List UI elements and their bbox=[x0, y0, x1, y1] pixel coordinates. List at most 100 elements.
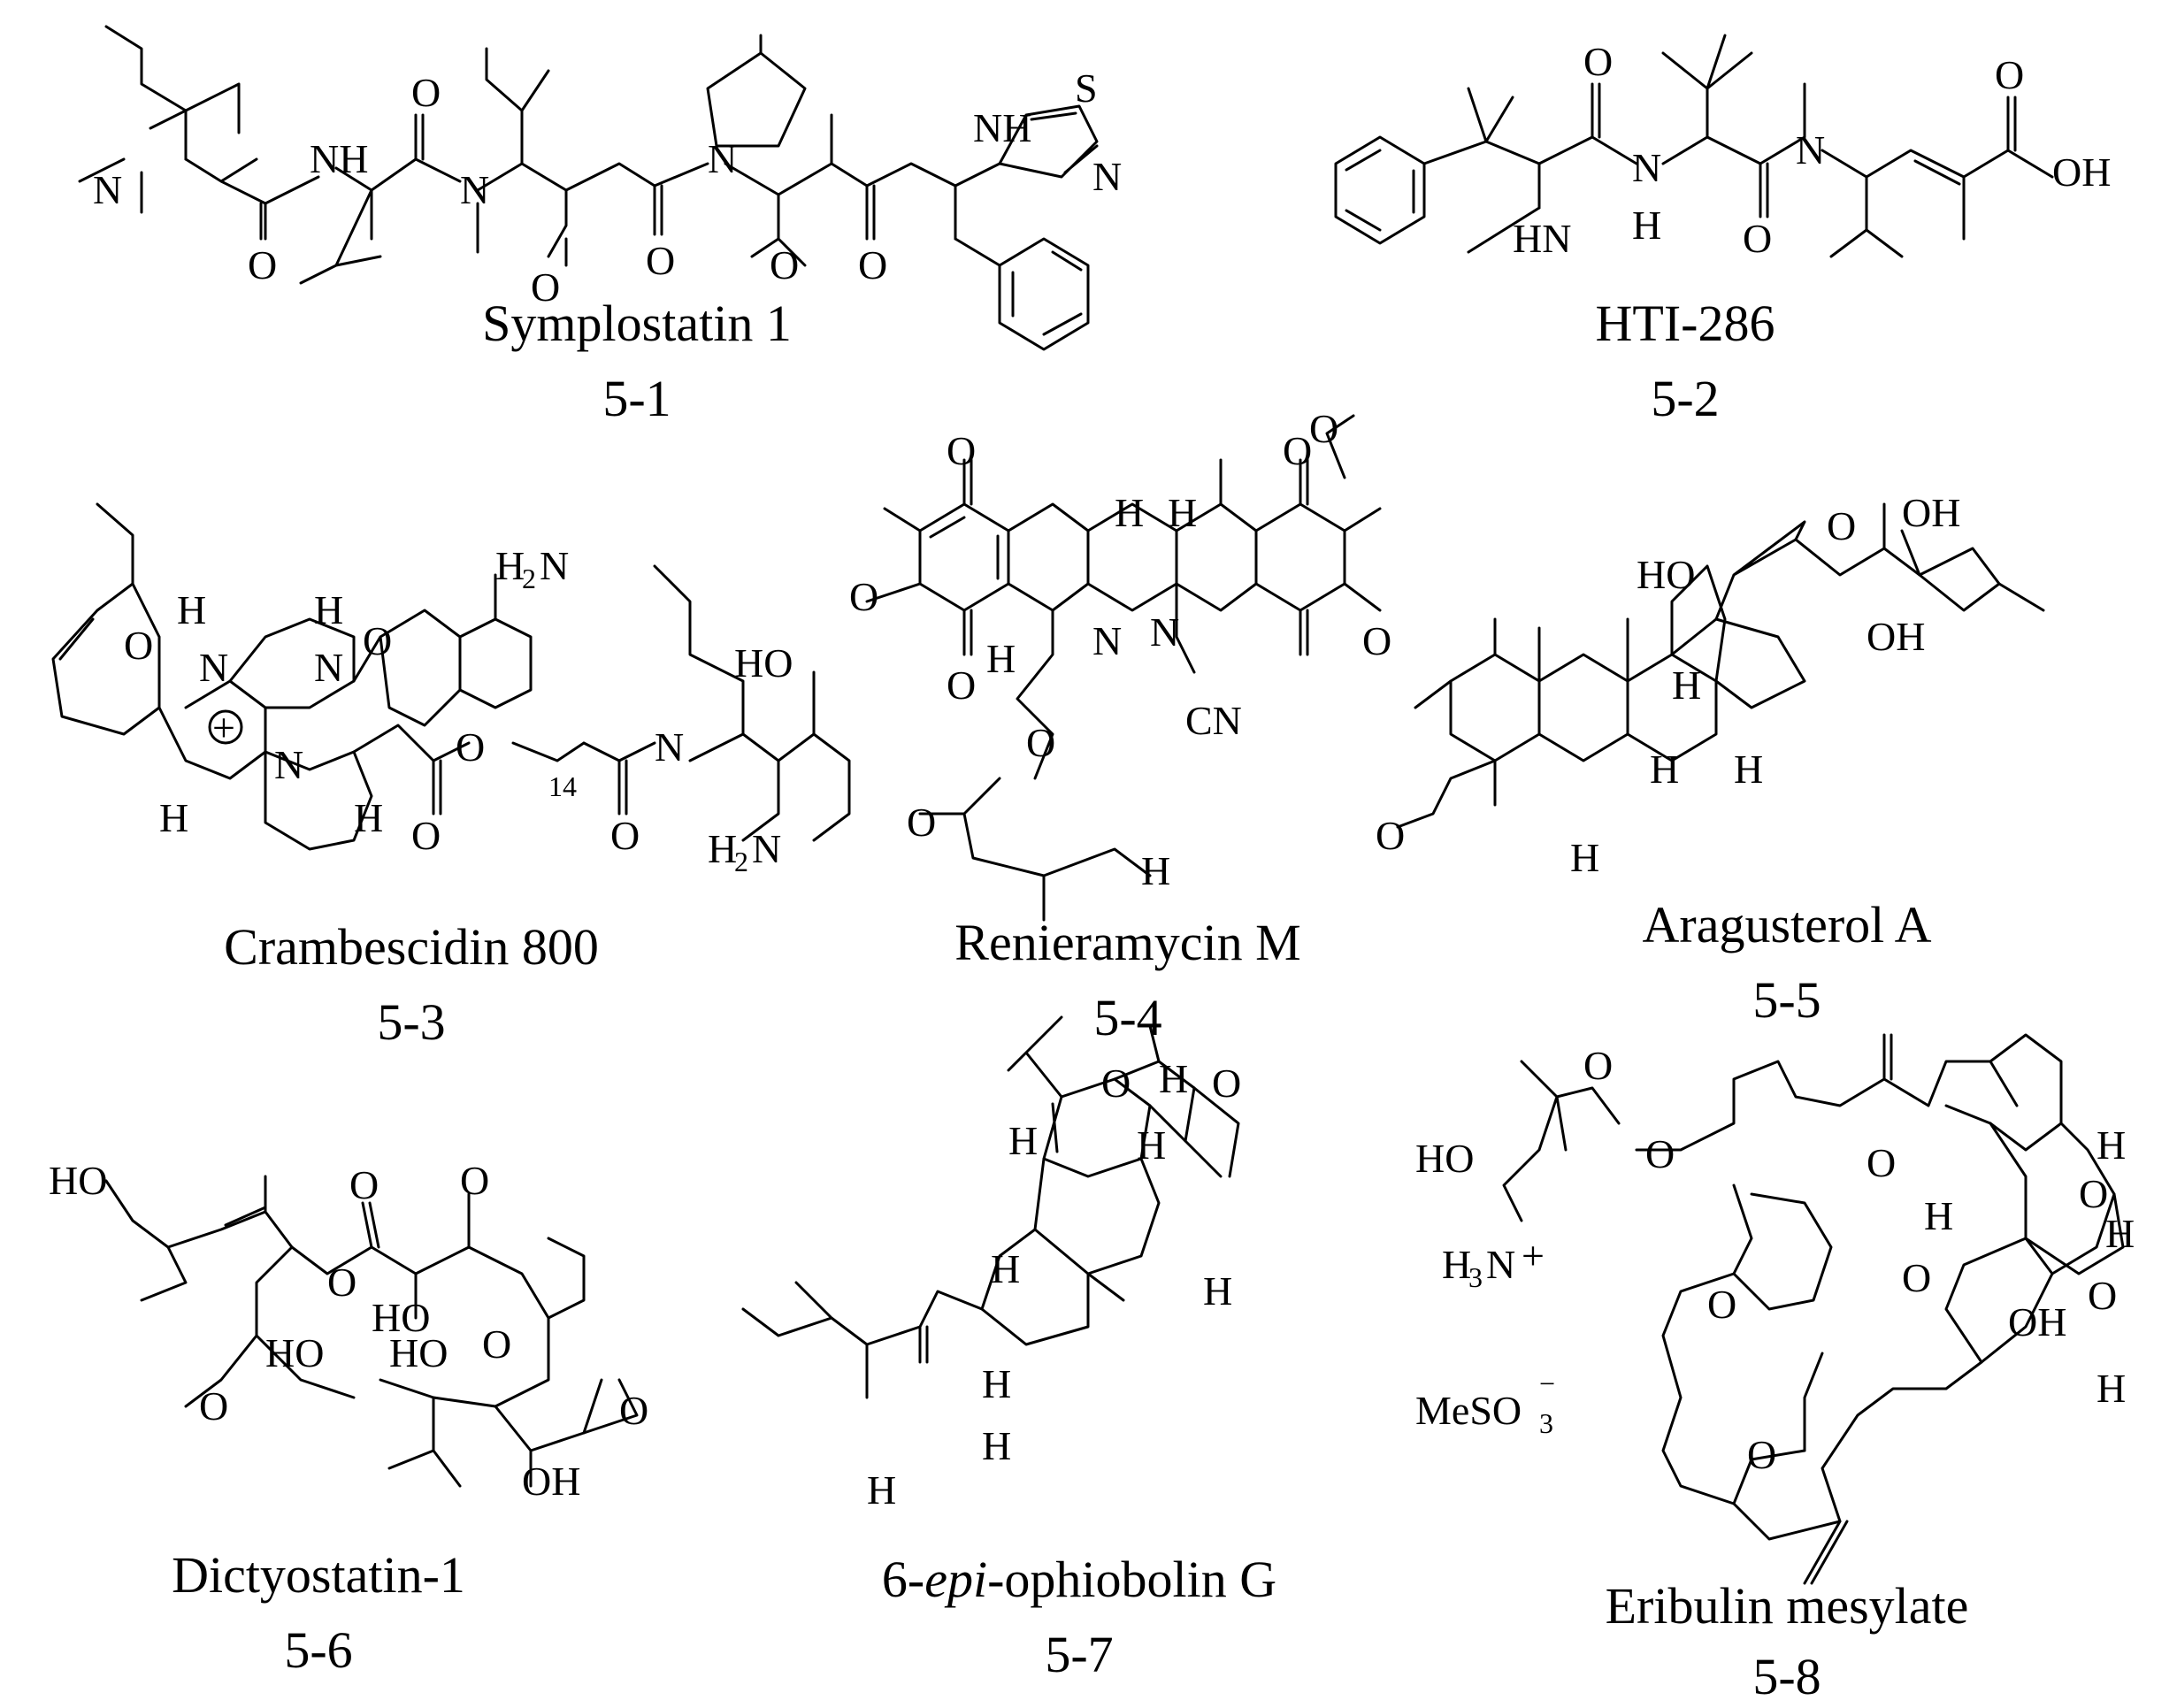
atom-o: O bbox=[456, 724, 485, 770]
atom-nh: NH bbox=[310, 136, 368, 181]
atom-o: O bbox=[1376, 813, 1405, 858]
subscript-3: 3 bbox=[1539, 1407, 1553, 1439]
atom-o: O bbox=[1902, 1255, 1931, 1300]
atom-n: N bbox=[540, 543, 569, 588]
atom-o: O bbox=[858, 242, 887, 287]
atom-ho: HO bbox=[1415, 1136, 1474, 1181]
atom-h: H bbox=[1141, 848, 1170, 893]
atom-n: N bbox=[1486, 1242, 1515, 1287]
atom-o: O bbox=[199, 1383, 228, 1428]
atom-ho: HO bbox=[265, 1330, 324, 1375]
atom-h: H bbox=[1168, 490, 1197, 535]
atom-h2n: H bbox=[708, 826, 737, 871]
atom-ho: HO bbox=[49, 1158, 107, 1203]
atom-o: O bbox=[947, 428, 976, 473]
atom-oh: OH bbox=[2052, 149, 2111, 195]
atom-o: O bbox=[1212, 1061, 1241, 1106]
name-suffix: -ophiobolin G bbox=[987, 1551, 1276, 1608]
atom-o: O bbox=[907, 800, 936, 845]
atom-h: H bbox=[1115, 490, 1144, 535]
atom-o: O bbox=[770, 242, 799, 287]
atom-n: N bbox=[314, 645, 343, 690]
compound-name: Aragusterol A bbox=[1643, 896, 1932, 954]
atom-h: H bbox=[2097, 1122, 2126, 1168]
subscript-2: 2 bbox=[734, 846, 748, 877]
atom-n: N bbox=[708, 136, 737, 181]
atom-o: O bbox=[646, 238, 675, 283]
atom-o: O bbox=[482, 1321, 511, 1367]
atom-o: O bbox=[411, 813, 441, 858]
circled-plus: + bbox=[212, 705, 235, 750]
atom-oh: OH bbox=[1902, 490, 1960, 535]
atom-n: N bbox=[1092, 618, 1122, 663]
atom-h: H bbox=[2097, 1366, 2126, 1411]
atom-h: H bbox=[1570, 835, 1599, 880]
atom-h: H bbox=[314, 587, 343, 632]
structure-renieramycin-m: O O O H H N N H CN O O H O O O bbox=[849, 406, 1391, 922]
compound-name: Symplostatin 1 bbox=[482, 295, 792, 352]
name-prefix: 6- bbox=[882, 1551, 924, 1608]
atom-o: O bbox=[1283, 428, 1312, 473]
atom-o: O bbox=[1583, 39, 1613, 84]
atom-n: N bbox=[1632, 145, 1661, 190]
atom-h: H bbox=[1203, 1268, 1232, 1314]
atom-o: O bbox=[1309, 406, 1338, 451]
atom-o: O bbox=[411, 70, 441, 115]
atom-h: H bbox=[1137, 1122, 1166, 1168]
compound-name: Dictyostatin-1 bbox=[172, 1546, 465, 1604]
compound-name: Crambescidin 800 bbox=[224, 918, 599, 976]
compound-number: 5-1 bbox=[602, 370, 671, 427]
compound-number: 5-8 bbox=[1752, 1648, 1821, 1705]
atom-n: N bbox=[655, 724, 684, 770]
structure-crambescidin-800: O H N + H N O N H H O O 14 O N H 2 N HO … bbox=[51, 502, 851, 877]
atom-o: O bbox=[1101, 1061, 1131, 1106]
atom-n: N bbox=[1796, 127, 1825, 172]
structure-aragusterol-a: HO O OH OH H H H H O bbox=[1376, 490, 2045, 880]
atom-oh: OH bbox=[1867, 614, 1925, 659]
atom-h: H bbox=[354, 795, 383, 840]
atom-o: O bbox=[849, 574, 878, 619]
atom-o: O bbox=[1645, 1131, 1675, 1176]
atom-n: N bbox=[752, 826, 781, 871]
structure-eribulin-mesylate: O O O HO H 3 N + MeSO 3 − H O H H O OH O… bbox=[1415, 1033, 2135, 1585]
atom-h: H bbox=[1008, 1118, 1038, 1163]
compound-number: 5-7 bbox=[1045, 1626, 1113, 1683]
subscript-2: 2 bbox=[522, 563, 536, 594]
atom-h: H bbox=[1734, 747, 1763, 792]
atom-h: H bbox=[1159, 1056, 1188, 1101]
mesylate: MeSO bbox=[1415, 1388, 1522, 1433]
compound-number: 5-5 bbox=[1752, 971, 1821, 1029]
atom-o: O bbox=[1867, 1140, 1896, 1185]
atom-o: O bbox=[1583, 1043, 1613, 1088]
atom-o: O bbox=[531, 264, 560, 310]
atom-hn: HN bbox=[1513, 216, 1571, 261]
atom-o: O bbox=[349, 1162, 379, 1207]
atom-h: H bbox=[1672, 663, 1701, 708]
atom-n: N bbox=[199, 645, 228, 690]
charge-minus: − bbox=[1539, 1367, 1555, 1399]
atom-n: N bbox=[1092, 154, 1122, 199]
atom-o: O bbox=[1743, 216, 1772, 261]
atom-o: O bbox=[248, 242, 277, 287]
atom-n: N bbox=[93, 167, 122, 212]
atom-h: H bbox=[986, 636, 1016, 681]
atom-o: O bbox=[2088, 1273, 2117, 1318]
atom-ho: HO bbox=[1637, 552, 1695, 597]
structure-6-epi-ophiobolin-g: O H O H H H H H H H bbox=[741, 1015, 1241, 1513]
atom-h: H bbox=[982, 1423, 1011, 1468]
atom-o: O bbox=[1026, 720, 1055, 765]
compound-name: Renieramycin M bbox=[954, 914, 1300, 971]
structure-hti-286: HN O N H O N O OH bbox=[1334, 34, 2111, 261]
atom-ho: HO bbox=[372, 1295, 430, 1340]
atom-h: H bbox=[991, 1246, 1020, 1291]
atom-s: S bbox=[1075, 65, 1098, 111]
compound-number: 5-3 bbox=[377, 993, 445, 1051]
charge-plus: + bbox=[1522, 1233, 1545, 1278]
structure-dictyostatin-1: HO O O O HO HO HO O O O OH bbox=[49, 1158, 648, 1504]
atom-o: O bbox=[460, 1158, 489, 1203]
compound-number: 5-2 bbox=[1651, 370, 1719, 427]
atom-n: N bbox=[1150, 609, 1179, 655]
atom-h: H bbox=[1632, 203, 1661, 248]
